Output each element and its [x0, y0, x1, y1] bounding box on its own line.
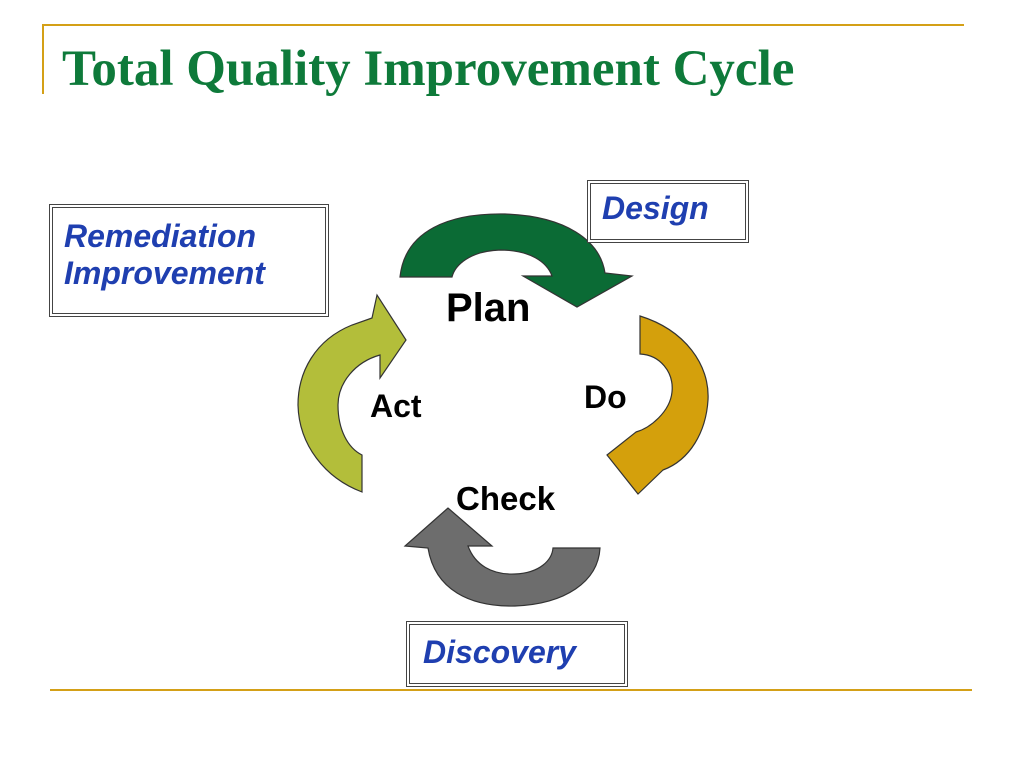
bottom-rule — [50, 689, 972, 691]
improvement-label: Improvement — [64, 254, 265, 291]
plan-arrow — [399, 213, 634, 308]
design-box: Design — [587, 180, 749, 243]
stage-plan-label: Plan — [446, 286, 531, 330]
stage-act-label: Act — [370, 388, 422, 424]
left-rule — [42, 24, 44, 94]
do-arrow — [606, 315, 709, 495]
remediation-improvement-box: Remediation Improvement — [49, 204, 329, 317]
stage-check-label: Check — [456, 480, 556, 517]
slide-title: Total Quality Improvement Cycle — [62, 41, 795, 97]
design-label: Design — [602, 190, 709, 226]
act-arrow — [297, 293, 407, 493]
check-arrow — [403, 507, 601, 607]
stage-do-label: Do — [584, 379, 627, 415]
remediation-label: Remediation — [64, 218, 257, 254]
top-rule — [42, 24, 964, 26]
discovery-box: Discovery — [406, 621, 628, 687]
discovery-label: Discovery — [423, 634, 576, 670]
